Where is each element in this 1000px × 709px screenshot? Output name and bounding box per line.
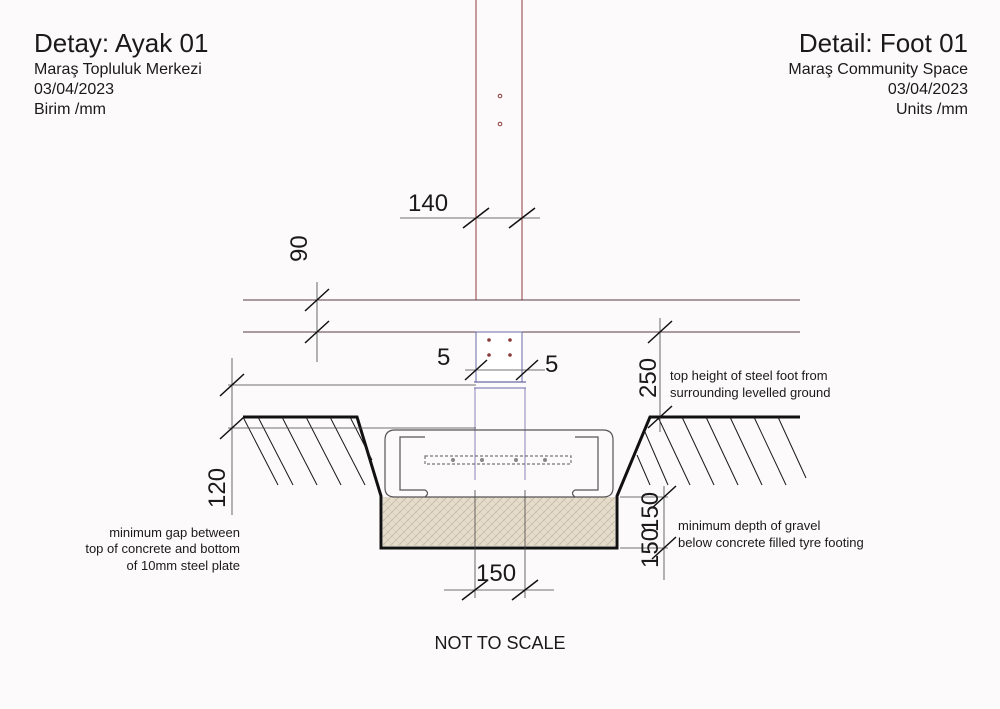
not-to-scale-label: NOT TO SCALE [434, 633, 566, 653]
dim-concrete-gap: 120 [204, 468, 231, 508]
gravel-fill [383, 497, 615, 546]
timber-post [475, 0, 523, 300]
drawing-title-en: Detail: Foot 01 [798, 28, 968, 58]
dim-plate-offset-left: 5 [437, 344, 450, 371]
drawing-units-tr: Birim /mm [34, 101, 106, 118]
drawing-date-tr: 03/04/2023 [34, 81, 115, 98]
soil-hatch-left [242, 416, 373, 486]
drawing-title-tr: Detay: Ayak 01 [34, 28, 209, 58]
bolt-icon [487, 338, 491, 342]
dim-beam-depth: 90 [286, 235, 313, 262]
drawing-date-en: 03/04/2023 [887, 81, 968, 98]
bolt-hole-icon [497, 121, 503, 127]
title-block-turkish: Detay: Ayak 01 Maraş Topluluk Merkezi 03… [34, 30, 208, 120]
bolt-hole-icon [497, 93, 503, 99]
dim-post-width: 140 [408, 190, 448, 217]
project-name-tr: Maraş Topluluk Merkezi [34, 61, 202, 78]
dimension-lines [219, 207, 677, 601]
note-gap-line3: of 10mm steel plate [127, 558, 240, 573]
note-gravel-line1: minimum depth of gravel [678, 518, 820, 533]
dim-gravel-depth-upper: 150 [637, 492, 664, 532]
note-gravel-line2: below concrete filled tyre footing [678, 535, 864, 550]
bolt-icon [508, 338, 512, 342]
title-block-english: Detail: Foot 01 Maraş Community Space 03… [788, 30, 968, 120]
dim-tyre-offset: 150 [476, 560, 516, 587]
ground-profile [243, 415, 800, 550]
dim-plate-offset-right: 5 [545, 351, 558, 378]
bolt-icon [487, 353, 491, 357]
bolt-icon [508, 353, 512, 357]
note-gap-line1: minimum gap between [109, 525, 240, 540]
timber-beam [243, 299, 800, 333]
note-foot-height-line2: surrounding levelled ground [670, 385, 830, 400]
steel-foot-bracket [474, 331, 526, 480]
soil-hatch-right [636, 416, 807, 486]
note-foot-height-line1: top height of steel foot from [670, 368, 828, 383]
drawing-units-en: Units /mm [896, 101, 968, 118]
tyre-footing [384, 429, 614, 498]
dim-gravel-depth: 150 [637, 528, 664, 568]
dim-foot-height: 250 [635, 358, 662, 398]
note-gap-line2: top of concrete and bottom [85, 541, 240, 556]
project-name-en: Maraş Community Space [788, 61, 968, 78]
